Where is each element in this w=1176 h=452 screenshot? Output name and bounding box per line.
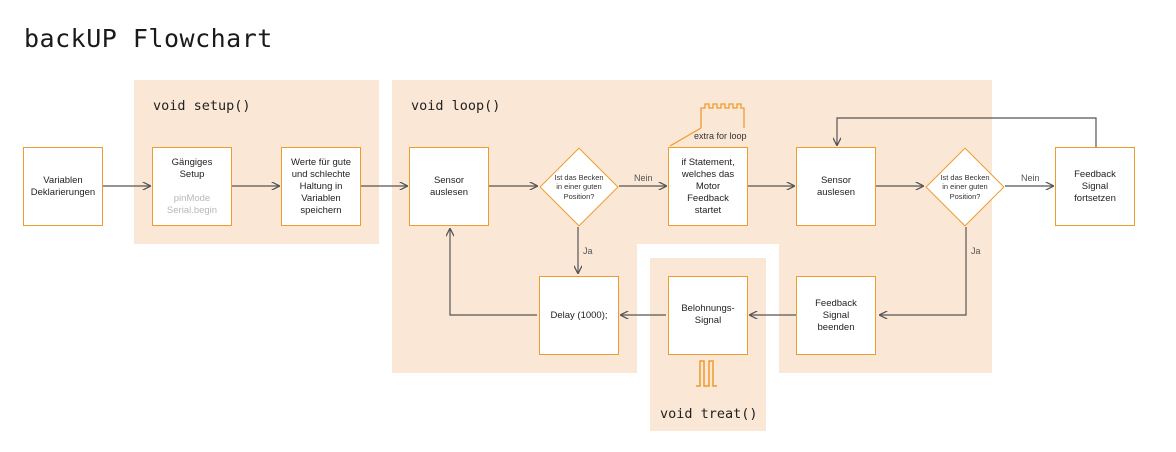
delay-node: Delay (1000);	[539, 276, 619, 355]
sensor2-node: Sensor auslesen	[796, 147, 876, 226]
feedback-fortsetzen-node: Feedback Signal fortsetzen	[1055, 147, 1135, 226]
ja-label-1: Ja	[583, 246, 593, 256]
sensor1-text: Sensor auslesen	[429, 174, 469, 198]
sensor1-node: Sensor auslesen	[409, 147, 489, 226]
werte-text: Werte für gute und schlechte Haltung in …	[290, 156, 352, 216]
if-statement-node: if Statement, welches das Motor Feedback…	[668, 147, 748, 226]
gaengiges-setup-sub: pinMode Serial.begin	[166, 192, 218, 216]
loop-tab-icon	[669, 103, 745, 147]
arrow-feedback-loopback	[837, 117, 1097, 147]
variablen-node: Variablen Deklarierungen	[23, 147, 103, 226]
sensor2-text: Sensor auslesen	[816, 174, 856, 198]
belohnung-node: Belohnungs-Signal	[668, 276, 748, 355]
extra-for-loop-label: extra for loop	[694, 131, 747, 141]
pulse-signal-icon	[696, 360, 717, 387]
decision1-label: Ist das Becken in einer guten Position?	[554, 172, 604, 201]
feedback-fortsetzen-text: Feedback Signal fortsetzen	[1074, 168, 1116, 204]
gaengiges-setup-text: Gängiges Setup	[171, 156, 213, 180]
page-title: backUP Flowchart	[24, 24, 273, 53]
if-statement-text: if Statement, welches das Motor Feedback…	[681, 156, 735, 216]
arrow-delay-to-sensor1	[450, 229, 537, 316]
werte-node: Werte für gute und schlechte Haltung in …	[281, 147, 361, 226]
setup-panel-label: void setup()	[153, 98, 251, 114]
treat-panel-label: void treat()	[660, 406, 758, 422]
loop-panel-label: void loop()	[411, 98, 501, 114]
decision1-node: Ist das Becken in einer guten Position?	[539, 147, 619, 227]
gaengiges-setup-node: Gängiges Setup pinMode Serial.begin	[152, 147, 232, 226]
arrow-decision2-ja	[880, 227, 967, 315]
variablen-text: Variablen Deklarierungen	[30, 174, 96, 198]
decision1-text: Ist das Becken in einer guten Position?	[539, 147, 619, 227]
decision2-text: Ist das Becken in einer guten Position?	[925, 147, 1005, 227]
ja-label-2: Ja	[971, 246, 981, 256]
feedback-beenden-node: Feedback Signal beenden	[796, 276, 876, 355]
nein-label-1: Nein	[634, 173, 653, 183]
nein-label-2: Nein	[1021, 173, 1040, 183]
decision2-node: Ist das Becken in einer guten Position?	[925, 147, 1005, 227]
feedback-beenden-text: Feedback Signal beenden	[815, 297, 857, 333]
decision2-label: Ist das Becken in einer guten Position?	[940, 172, 990, 201]
delay-text: Delay (1000);	[550, 309, 608, 321]
belohnung-text: Belohnungs-Signal	[681, 303, 735, 326]
